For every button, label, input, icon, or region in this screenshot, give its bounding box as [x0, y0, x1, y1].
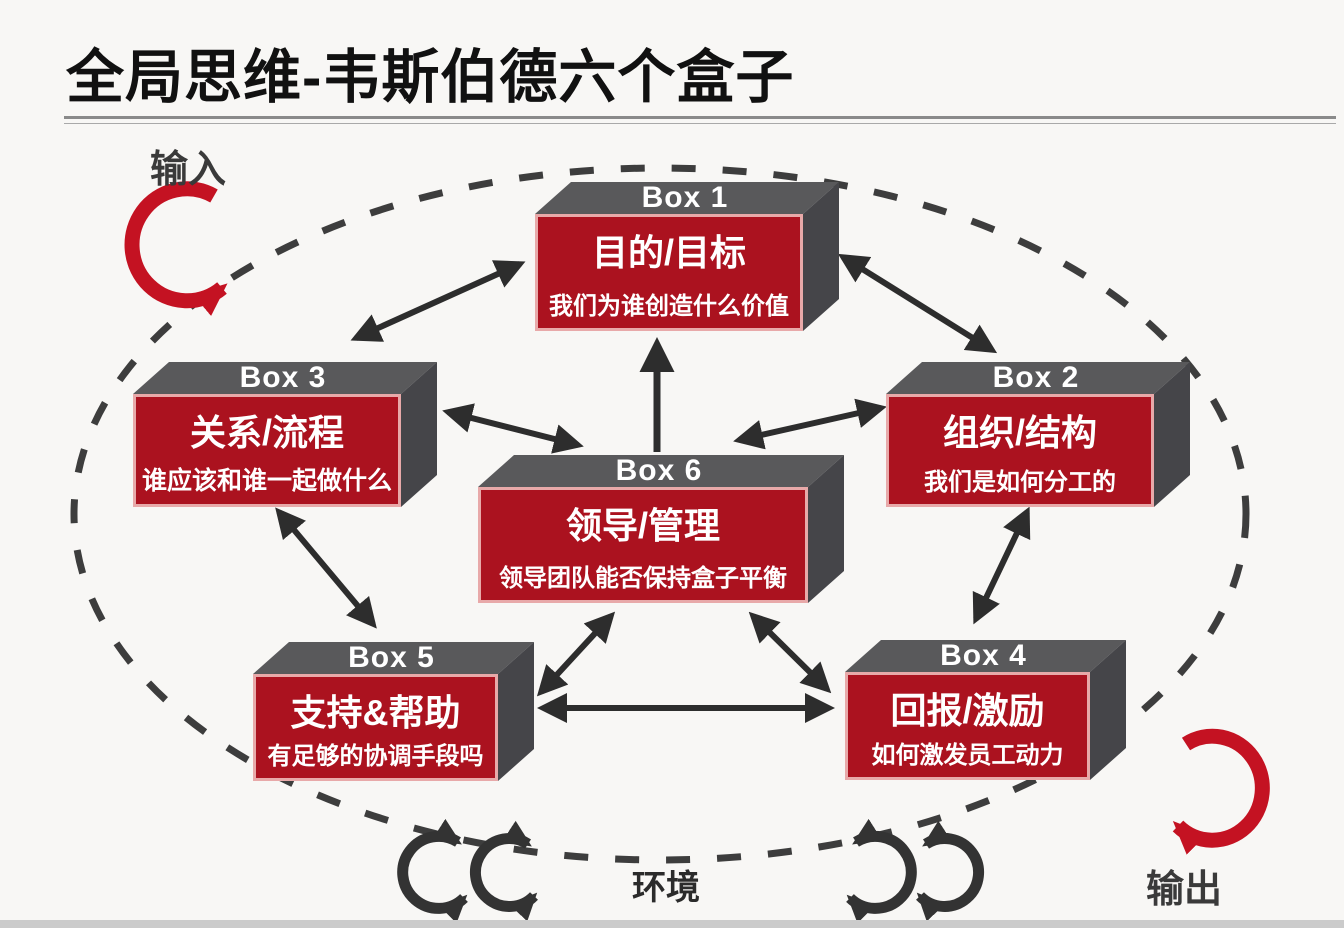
- title-divider: [64, 116, 1336, 119]
- box-4-title: 回报/激励: [890, 690, 1045, 731]
- box-4-faces: [845, 640, 1126, 780]
- box-4-label: Box 4: [940, 639, 1027, 672]
- box-3-subtitle: 谁应该和谁一起做什么: [141, 467, 392, 495]
- box-1-subtitle: 我们为谁创造什么价值: [549, 293, 789, 320]
- box-2-label: Box 2: [992, 361, 1080, 394]
- box-1-title: 目的/目标: [591, 232, 746, 273]
- box-5-label: Box 5: [348, 641, 435, 674]
- connector-box6-box4: [748, 611, 832, 694]
- box-2-subtitle: 我们是如何分工的: [924, 469, 1116, 496]
- box-4: Box 4 回报/激励 如何激发员工动力: [845, 640, 1126, 780]
- output-label: 输出: [1146, 869, 1223, 911]
- connector-box2-box4: [972, 506, 1031, 625]
- box-2: Box 2 组织/结构 我们是如何分工的: [886, 362, 1190, 507]
- box-6: Box 6 领导/管理 领导团队能否保持盒子平衡: [478, 455, 844, 603]
- box-3: Box 3 关系/流程 谁应该和谁一起做什么: [133, 362, 437, 507]
- box-5-subtitle: 有足够的协调手段吗: [267, 743, 484, 770]
- box-6-faces: [478, 455, 844, 603]
- box-6-subtitle: 领导团队能否保持盒子平衡: [499, 565, 787, 592]
- connector-box3-box1: [350, 260, 526, 342]
- box-1-faces: [535, 182, 839, 331]
- box-2-title: 组织/结构: [942, 412, 1097, 453]
- box-5-title: 支持&帮助: [290, 692, 461, 733]
- connector-box5-box6: [536, 611, 616, 697]
- box-1: Box 1 目的/目标 我们为谁创造什么价值: [535, 182, 839, 331]
- cycle-arrow-icon: [916, 820, 985, 922]
- page-title: 全局思维-韦斯伯德六个盒子: [66, 45, 795, 110]
- connector-box6-box2: [733, 398, 887, 450]
- output-arrow-icon: [1172, 728, 1270, 855]
- connector-box1-box2: [837, 253, 998, 354]
- environment-ellipse: [70, 164, 1250, 864]
- connector-box3-box6: [442, 403, 584, 454]
- box-1-label: Box 1: [641, 181, 729, 214]
- box-6-label: Box 6: [615, 454, 703, 487]
- cycle-arrows-right: [846, 818, 985, 924]
- cycle-arrows-left: [397, 818, 538, 924]
- box-4-subtitle: 如何激发员工动力: [871, 742, 1064, 769]
- cycle-arrow-icon: [469, 820, 538, 922]
- box-2-faces: [886, 362, 1190, 507]
- bottom-strip: [0, 920, 1344, 928]
- cycle-arrow-icon: [846, 818, 917, 924]
- box-6-title: 领导/管理: [565, 505, 720, 546]
- box-5-faces: [253, 642, 534, 781]
- environment-label: 环境: [632, 869, 700, 907]
- input-label: 输入: [150, 149, 227, 191]
- title-divider-thin: [64, 123, 1336, 124]
- box-3-faces: [133, 362, 437, 507]
- box-3-title: 关系/流程: [189, 412, 344, 453]
- box-3-label: Box 3: [239, 361, 327, 394]
- connector-box3-box5: [275, 507, 377, 629]
- input-arrow-icon: [124, 181, 228, 316]
- box-5: Box 5 支持&帮助 有足够的协调手段吗: [253, 642, 534, 781]
- connectors: [275, 253, 1031, 723]
- cycle-arrow-icon: [397, 818, 468, 924]
